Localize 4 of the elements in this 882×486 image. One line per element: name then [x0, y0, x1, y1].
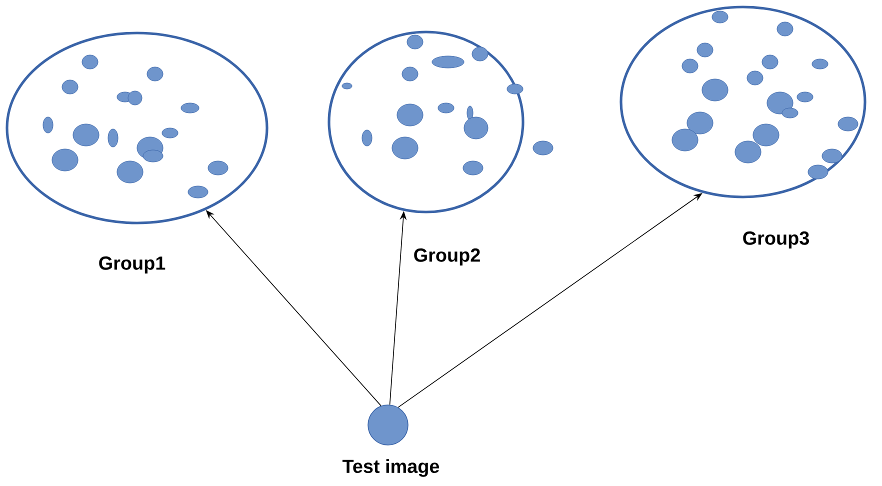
group-label: Group1: [99, 256, 166, 274]
group-label: Group3: [743, 231, 809, 249]
group-label: Group2: [414, 248, 480, 266]
group-label: Test image: [342, 459, 440, 477]
